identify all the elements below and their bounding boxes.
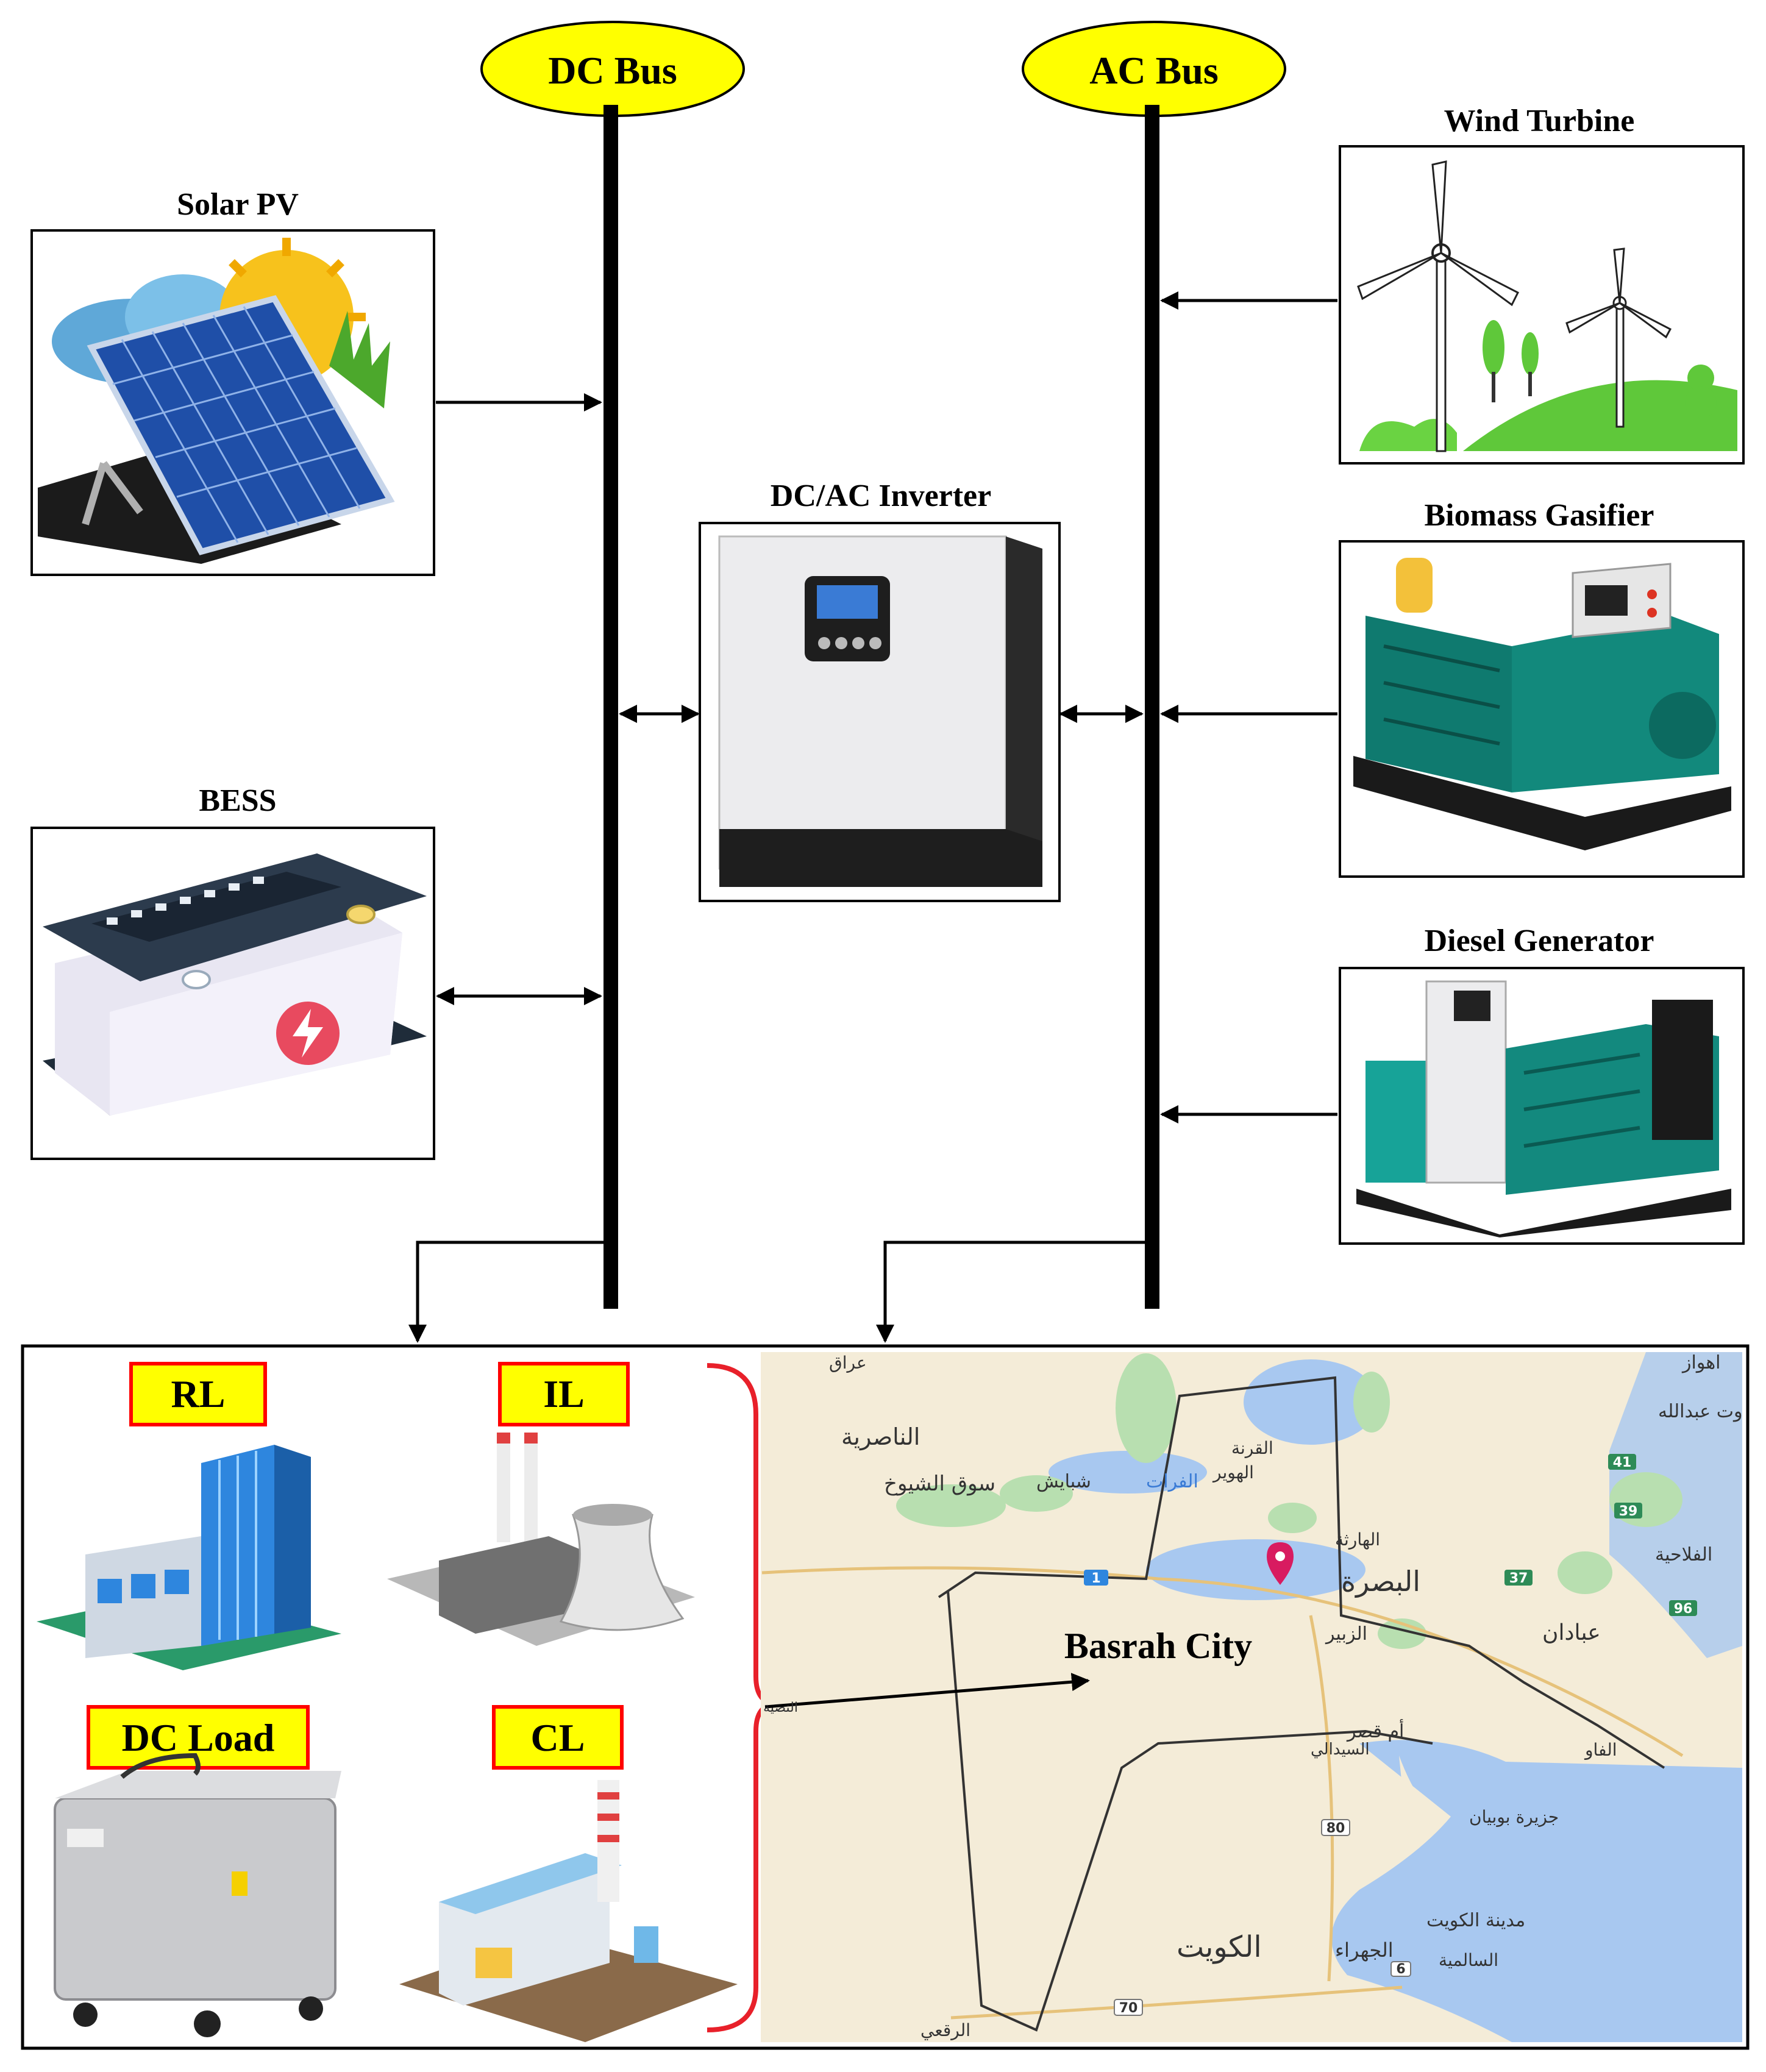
dc-load-tag-box (87, 1705, 310, 1770)
ac-to-loads-arrow (876, 1241, 1145, 1343)
il-tag-box (498, 1362, 630, 1426)
basrah-city-label: Basrah City (1064, 1626, 1252, 1666)
load-tag-rl: RL (129, 1362, 267, 1426)
road-shield: 37 (1504, 1570, 1533, 1586)
ac-bus-line (1145, 105, 1159, 1309)
bess: BESS (30, 783, 435, 1160)
connectors (408, 291, 1337, 1343)
rl-tag-box (129, 1362, 267, 1426)
svg-text:الهوير: الهوير (1212, 1462, 1254, 1483)
svg-text:اهواز: اهواز (1681, 1352, 1720, 1373)
basrah-map (761, 1352, 1742, 2042)
svg-text:37: 37 (1509, 1571, 1528, 1586)
biomass-generator-icon (1353, 558, 1731, 850)
load-tag-il: IL (498, 1362, 630, 1426)
diesel-generator-label: Diesel Generator (1425, 924, 1654, 958)
bess-label: BESS (199, 783, 276, 818)
cl-tag-label: CL (531, 1716, 585, 1759)
svg-text:البصرة: البصرة (1341, 1565, 1420, 1598)
dc-to-loads-arrow (408, 1241, 604, 1343)
diesel-generator-icon (1356, 980, 1731, 1237)
svg-text:السيدالي: السيدالي (1311, 1740, 1370, 1759)
map-place-names: عراق الناصرية سوق الشيوخ شبايش القرنة ال… (763, 1352, 1742, 2040)
rl-tag-label: RL (171, 1372, 226, 1415)
ac-bus-label: AC Bus (1089, 49, 1219, 92)
wind-turbine: Wind Turbine (1339, 104, 1745, 465)
road-shield: 80 (1321, 1819, 1350, 1836)
svg-text:80: 80 (1326, 1821, 1345, 1836)
svg-text:الرقعي: الرقعي (920, 2020, 970, 2040)
svg-text:الفرات: الفرات (1146, 1471, 1198, 1492)
biomass-gasifier: Biomass Gasifier (1339, 498, 1745, 878)
cl-tag-box (492, 1705, 624, 1770)
svg-text:39: 39 (1619, 1504, 1638, 1519)
road-shield: 41 (1608, 1454, 1636, 1470)
svg-text:السالمية: السالمية (1439, 1950, 1498, 1970)
svg-text:القرنة: القرنة (1231, 1438, 1273, 1458)
commercial-building-icon (399, 1780, 738, 2042)
il-tag-label: IL (543, 1372, 585, 1415)
svg-text:1: 1 (1091, 1571, 1100, 1586)
svg-text:أم قصر: أم قصر (1346, 1718, 1404, 1742)
load-tag-cl: CL (492, 1705, 624, 1770)
svg-text:شبايش: شبايش (1036, 1471, 1091, 1492)
svg-text:الزبير: الزبير (1325, 1623, 1367, 1645)
svg-text:41: 41 (1613, 1455, 1632, 1470)
ac-bus: AC Bus (1022, 21, 1286, 1309)
svg-text:عبادان: عبادان (1542, 1620, 1601, 1645)
road-shield: 6 (1390, 1961, 1411, 1977)
svg-text:الفاو: الفاو (1584, 1740, 1617, 1760)
map-pin-icon (1267, 1542, 1294, 1585)
solar-pv-label: Solar PV (177, 187, 299, 222)
svg-text:جزيرة بوبيان: جزيرة بوبيان (1469, 1807, 1559, 1827)
dc-load-tag-label: DC Load (122, 1716, 275, 1759)
svg-text:سوق الشيوخ: سوق الشيوخ (884, 1472, 995, 1496)
inverter-label: DC/AC Inverter (771, 479, 991, 513)
solar-panel-icon (38, 238, 395, 564)
wind-turbine-icon (1357, 160, 1737, 452)
road-shield: 70 (1114, 1999, 1143, 2016)
svg-text:الكويت: الكويت (1177, 1930, 1262, 1964)
svg-text:الناصرية: الناصرية (841, 1423, 920, 1451)
inverter-unit-icon (718, 535, 1042, 887)
svg-text:مدينة الكويت: مدينة الكويت (1426, 1910, 1525, 1931)
biomass-gasifier-label: Biomass Gasifier (1425, 498, 1654, 533)
solar-pv: Solar PV (30, 187, 435, 576)
road-shield: 96 (1669, 1600, 1697, 1617)
residential-building-icon (37, 1445, 341, 1670)
svg-text:وت عبدالله: وت عبدالله (1658, 1401, 1742, 1422)
svg-text:6: 6 (1396, 1962, 1405, 1977)
svg-text:عراق: عراق (829, 1353, 867, 1373)
svg-text:النصية: النصية (763, 1700, 798, 1715)
wind-turbine-label: Wind Turbine (1444, 104, 1635, 138)
inverter: DC/AC Inverter (699, 479, 1061, 902)
svg-text:70: 70 (1119, 2001, 1138, 2016)
battery-icon (43, 853, 427, 1116)
industrial-plant-icon (387, 1433, 695, 1646)
dc-bus: DC Bus (480, 21, 745, 1309)
diesel-generator: Diesel Generator (1339, 924, 1745, 1245)
road-shield: 1 (1084, 1570, 1108, 1586)
svg-text:الهارثة: الهارثة (1335, 1529, 1380, 1550)
dc-bus-label: DC Bus (548, 49, 677, 92)
map-road-shields: 1 41 39 37 96 80 70 6 (1084, 1454, 1697, 2016)
loads-to-city-arrow (764, 1673, 1090, 1709)
svg-text:96: 96 (1674, 1601, 1693, 1617)
road-shield: 39 (1614, 1503, 1642, 1519)
svg-text:الجهراء: الجهراء (1335, 1938, 1394, 1962)
dc-load-unit-icon (54, 1753, 341, 2037)
load-tag-dc: DC Load (87, 1705, 310, 1770)
dc-bus-line (604, 105, 618, 1309)
svg-text:الفلاحية: الفلاحية (1655, 1544, 1712, 1565)
